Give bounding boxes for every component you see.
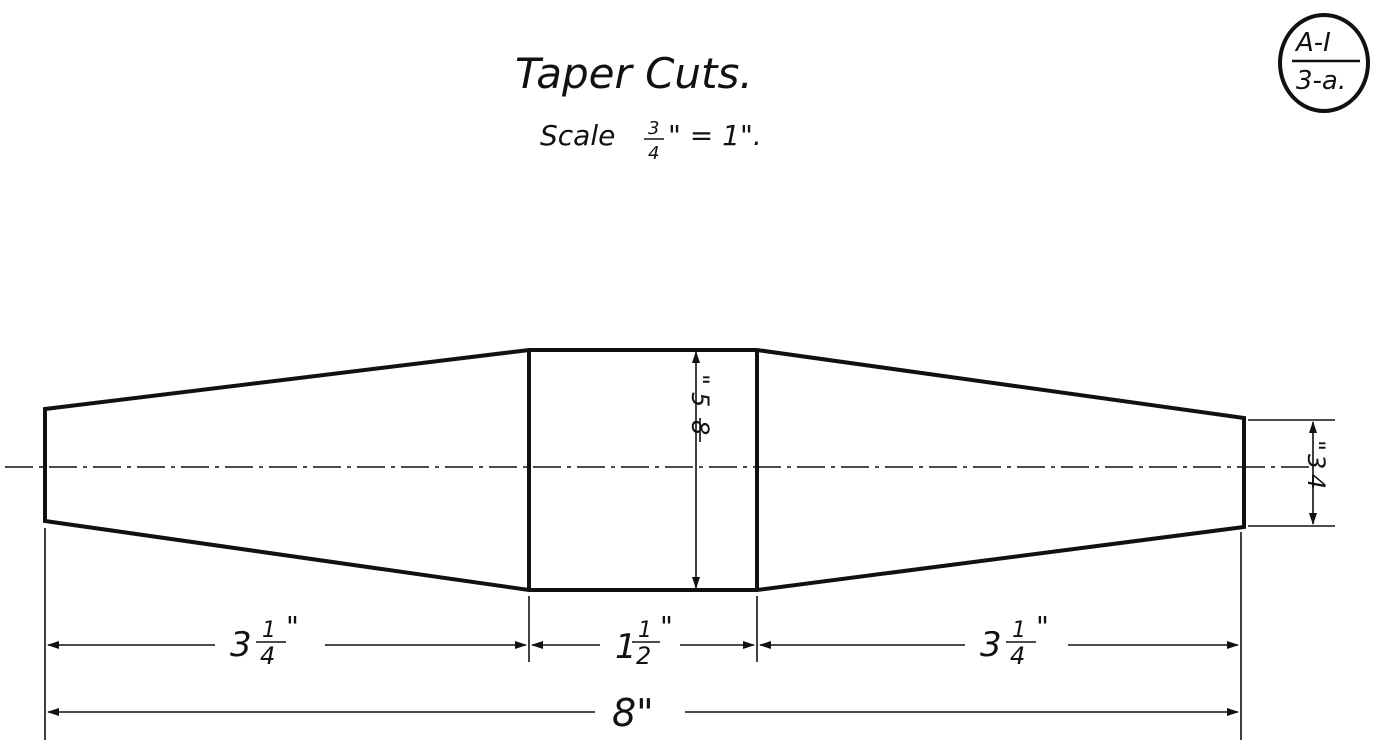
end-height-num: 3	[1302, 454, 1330, 469]
scale-fraction-numerator: 3	[648, 118, 659, 139]
middle-dimension: 1 1 2 "	[531, 610, 755, 670]
center-height-den: 8	[686, 420, 714, 435]
sheet-badge: A-I 3-a.	[1278, 13, 1370, 113]
right-taper-num: 1	[1012, 618, 1026, 643]
overall-value: 8"	[612, 691, 654, 735]
middle-num: 1	[638, 618, 652, 643]
right-taper-den: 4	[1010, 642, 1025, 670]
right-taper-unit: "	[1036, 610, 1049, 643]
center-height-unit: "	[686, 374, 714, 385]
left-taper-dimension: 3 1 4 "	[47, 610, 527, 670]
end-height-unit: "	[1302, 440, 1330, 451]
left-taper-unit: "	[286, 610, 299, 643]
extension-lines	[44, 528, 1242, 740]
right-taper-dimension: 3 1 4 "	[759, 610, 1239, 670]
middle-unit: "	[660, 610, 673, 643]
center-height-num: 5	[686, 392, 714, 407]
middle-whole: 1	[615, 627, 637, 667]
end-height-dimension: 3 4 "	[1248, 419, 1335, 527]
center-height-dimension: 5 8 "	[686, 351, 714, 589]
right-taper-whole: 3	[980, 625, 1002, 665]
end-height-den: 4	[1302, 474, 1330, 489]
sheet-badge-top: A-I	[1294, 28, 1331, 58]
scale-fraction-denominator: 4	[648, 143, 659, 164]
left-taper-num: 1	[262, 618, 276, 643]
tapered-part-outline	[43, 348, 1246, 592]
sheet-badge-bottom: 3-a.	[1296, 66, 1346, 96]
left-taper-den: 4	[260, 642, 275, 670]
scale-prefix: Scale	[540, 119, 615, 152]
middle-den: 2	[636, 642, 651, 670]
scale-note: Scale 3 4 " = 1".	[540, 118, 762, 164]
scale-suffix: " = 1".	[668, 119, 762, 152]
overall-dimension: 8"	[47, 691, 1239, 735]
left-taper-whole: 3	[230, 625, 252, 665]
drawing-title: Taper Cuts.	[515, 49, 753, 98]
